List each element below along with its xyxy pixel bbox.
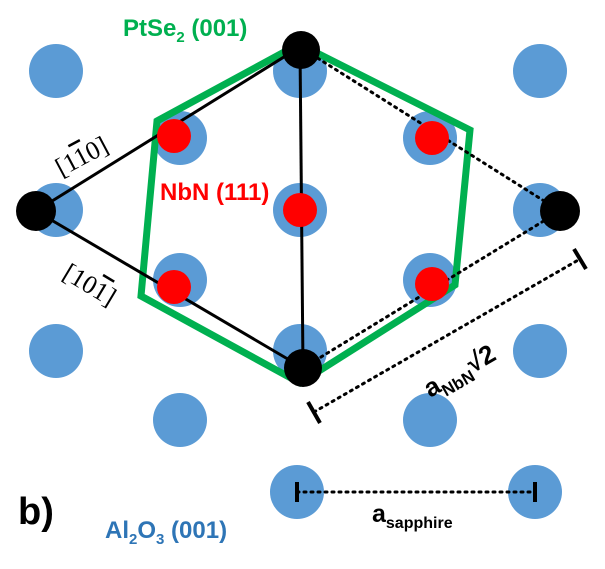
nbn-atoms [157, 119, 449, 304]
ptse2-label: PtSe2 (001) [123, 15, 247, 46]
a-sapphire-label: asapphire [372, 500, 453, 532]
corner-atom [284, 349, 322, 387]
a-nbn-dimension [306, 247, 588, 424]
a-nbn-tick-right [572, 247, 588, 271]
nbn-atom [157, 119, 191, 153]
a-sapphire-dimension [295, 482, 537, 502]
corner-atom [16, 191, 56, 231]
corner-atom [282, 31, 320, 69]
nbn-atom [415, 121, 449, 155]
a-nbn-tick-left [306, 401, 322, 424]
nbn-label: NbN (111) [160, 179, 269, 206]
corner-atom [540, 191, 580, 231]
sapphire-atom [153, 393, 207, 447]
svg-text:aNbN√2: aNbN√2 [418, 338, 503, 407]
sapphire-atom [29, 44, 83, 98]
a-nbn-label: aNbN√2 [418, 338, 503, 407]
dotted-lower-line [301, 209, 562, 370]
direction-lower-label: [101] [58, 258, 121, 312]
sapphire-label: Al2O3 (001) [105, 517, 227, 548]
sapphire-atom [29, 324, 83, 378]
sapphire-atom [513, 324, 567, 378]
nbn-atom [415, 267, 449, 301]
panel-label: b) [18, 491, 54, 533]
nbn-atom [283, 193, 317, 227]
direction-upper-label: [110] [50, 131, 113, 183]
svg-text:[110]: [110] [50, 131, 113, 183]
corner-atoms [16, 31, 580, 387]
nbn-atom [157, 270, 191, 304]
sapphire-atom [513, 44, 567, 98]
svg-text:[101]: [101] [58, 258, 121, 312]
sapphire-atom [403, 393, 457, 447]
a-nbn-dimension-line [312, 257, 582, 414]
